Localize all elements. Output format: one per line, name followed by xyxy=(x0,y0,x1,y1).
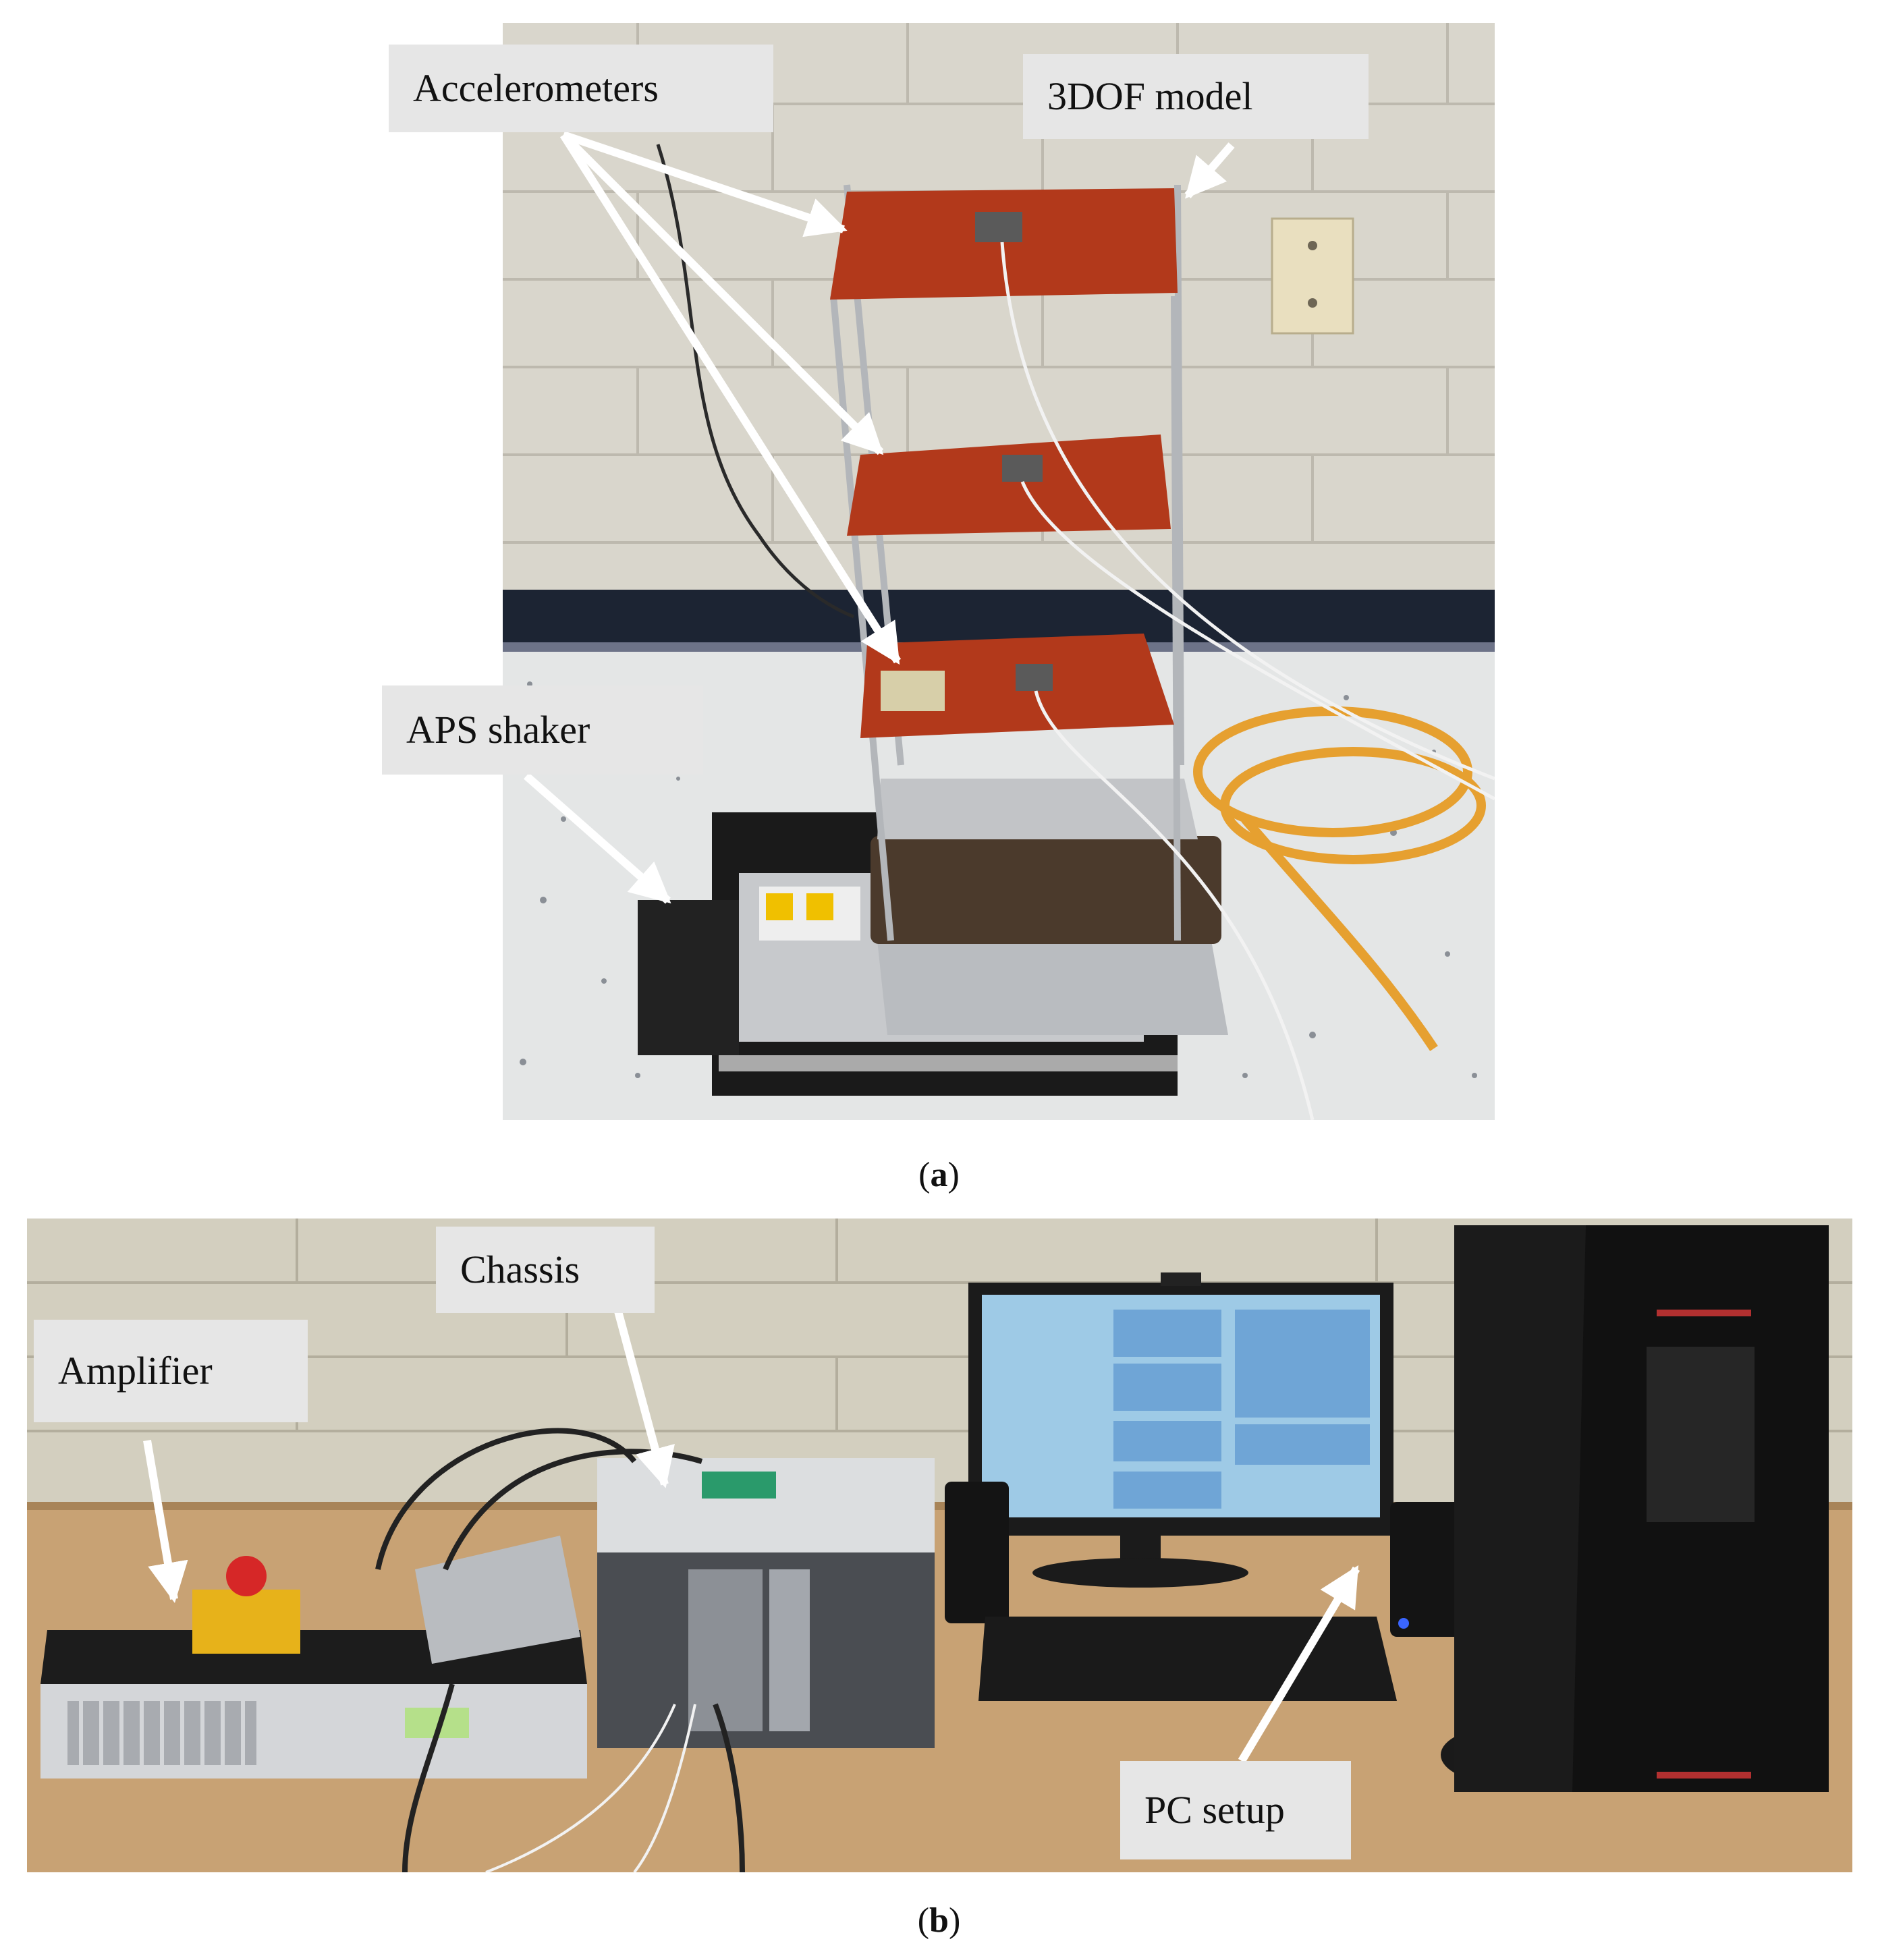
caption-b: (b) xyxy=(917,1901,961,1940)
callout-amplifier: Amplifier xyxy=(34,1320,308,1422)
caption-b-letter: b xyxy=(929,1901,949,1940)
callout-3dof-model: 3DOF model xyxy=(1023,54,1369,139)
photo-control-equipment xyxy=(27,1219,1852,1872)
callout-chassis: Chassis xyxy=(436,1227,655,1313)
callout-aps-shaker: APS shaker xyxy=(382,685,703,775)
caption-a-letter: a xyxy=(930,1156,948,1194)
callout-accelerometers: Accelerometers xyxy=(389,45,773,132)
photo-shaker-test-setup xyxy=(503,23,1495,1120)
callout-pc-setup: PC setup xyxy=(1120,1761,1351,1859)
caption-a: (a) xyxy=(918,1156,960,1194)
